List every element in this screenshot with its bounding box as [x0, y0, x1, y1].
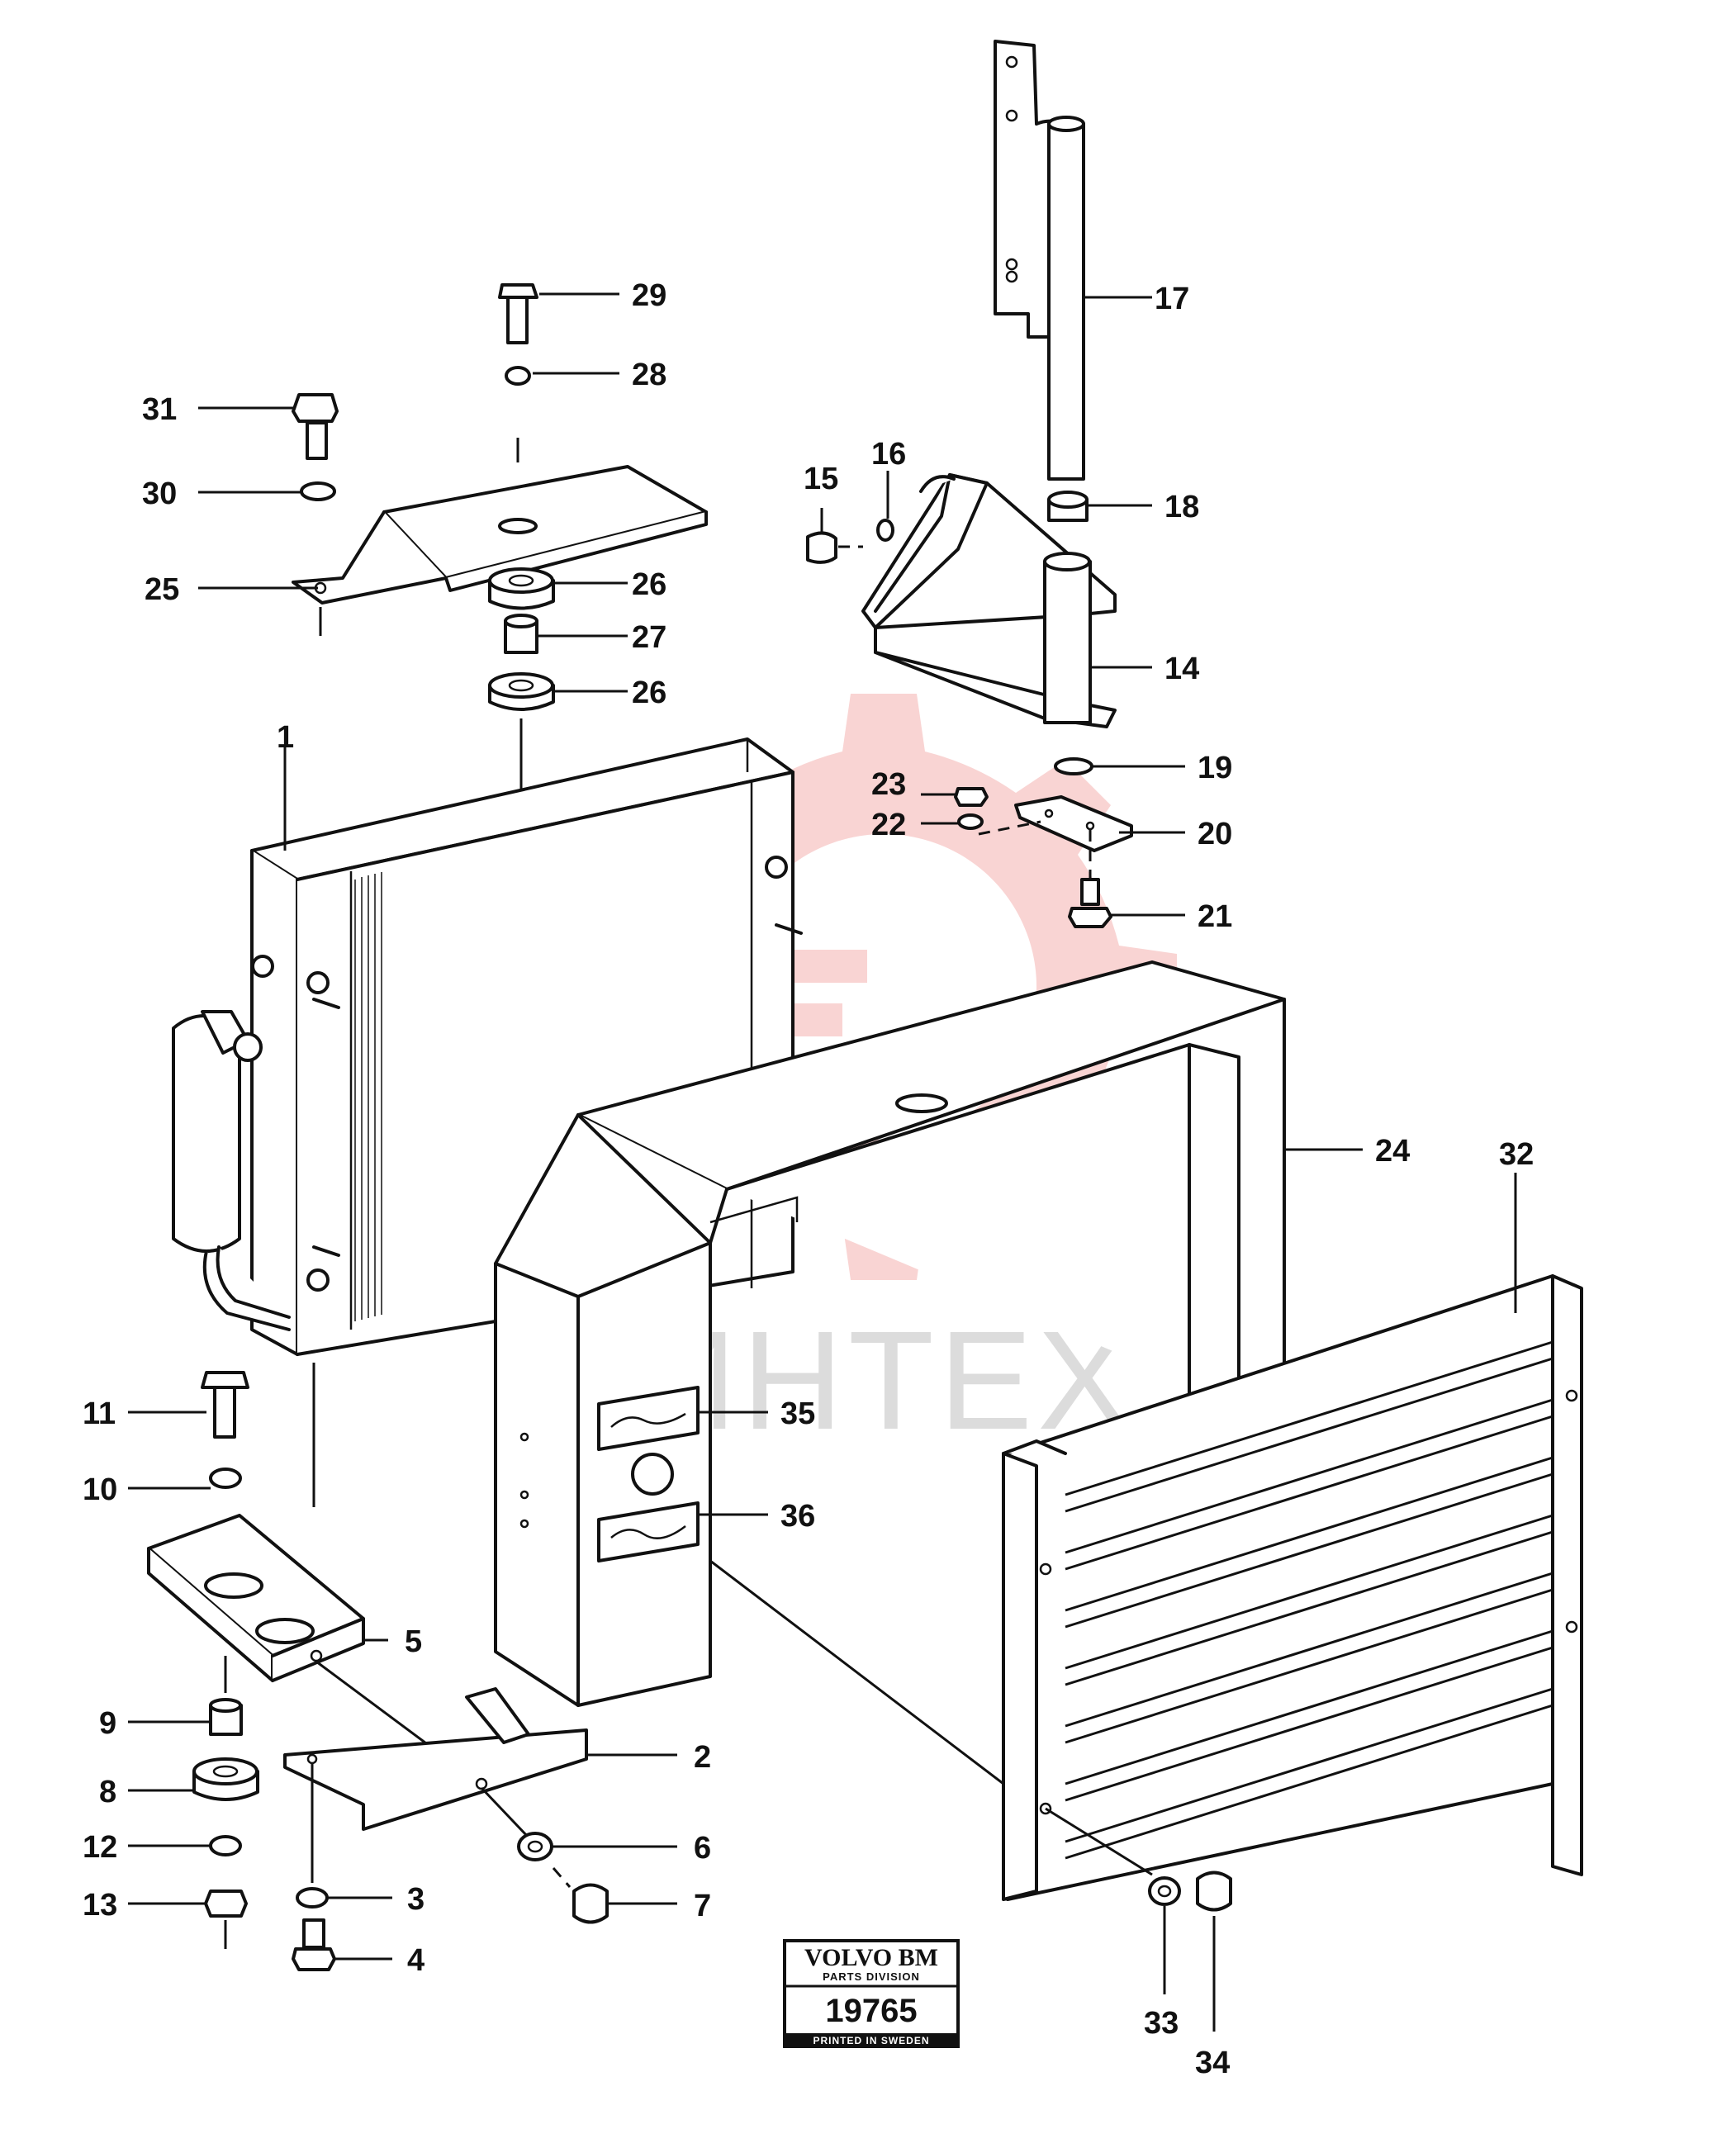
volvo-bm-parts-stamp: VOLVO BM PARTS DIVISION 19765 PRINTED IN… [783, 1939, 960, 2048]
callout-1: 1 [277, 720, 294, 755]
part-15-screw [806, 531, 863, 564]
callout-17: 17 [1155, 282, 1189, 316]
stamp-division: PARTS DIVISION [823, 1970, 920, 1983]
callout-labels: 1 2 3 4 5 6 7 8 9 10 11 12 13 14 15 16 1… [83, 278, 1534, 2080]
part-11-bolt [201, 1371, 249, 1439]
callout-16: 16 [871, 437, 906, 472]
part-6-washer [517, 1832, 553, 1861]
callout-20: 20 [1198, 817, 1232, 851]
part-7-bolt [552, 1867, 609, 1924]
callout-32: 32 [1499, 1137, 1534, 1172]
part-29-bolt [498, 283, 538, 344]
part-27-sleeve [504, 614, 538, 654]
part-9-sleeve [209, 1698, 243, 1736]
callout-33: 33 [1144, 2006, 1179, 2041]
callout-9: 9 [99, 1706, 116, 1741]
callout-19: 19 [1198, 751, 1232, 785]
part-30-washer [300, 481, 336, 501]
callout-26-upper: 26 [632, 567, 666, 602]
part-12-washer [209, 1835, 242, 1856]
callout-31: 31 [142, 392, 177, 427]
part-22-washer [957, 813, 984, 830]
callout-14: 14 [1164, 652, 1199, 686]
stamp-brand: VOLVO BM [804, 1944, 938, 1971]
callout-5: 5 [405, 1624, 422, 1659]
callout-12: 12 [83, 1830, 117, 1865]
part-16-washer [876, 519, 894, 542]
callout-2: 2 [694, 1740, 711, 1775]
part-32-grille [1002, 1274, 1583, 1901]
callout-11: 11 [83, 1396, 116, 1431]
callout-22: 22 [871, 808, 906, 842]
callout-30: 30 [142, 477, 177, 511]
watermark-text: ИНТЕХ [636, 1302, 1136, 1459]
callout-13: 13 [83, 1888, 117, 1923]
callout-7: 7 [694, 1889, 711, 1923]
part-34-screw [1196, 1871, 1232, 1912]
part-4-bolt [292, 1918, 336, 1971]
part-20-plate [1014, 795, 1133, 852]
leader-lines [128, 292, 1517, 2032]
part-36-label [597, 1501, 700, 1562]
callout-25: 25 [145, 572, 179, 607]
callout-4: 4 [407, 1943, 425, 1978]
part-35-label [597, 1386, 700, 1451]
stamp-footer: PRINTED IN SWEDEN [813, 2035, 929, 2046]
part-13-nut [204, 1890, 248, 1918]
callout-35: 35 [780, 1396, 815, 1431]
part-23-nut [954, 787, 989, 807]
callout-6: 6 [694, 1831, 711, 1866]
callout-8: 8 [99, 1775, 116, 1809]
callout-10: 10 [83, 1472, 117, 1507]
part-28-washer [505, 366, 531, 386]
callout-21: 21 [1198, 899, 1232, 934]
part-21-bolt [1068, 878, 1112, 928]
callout-29: 29 [632, 278, 666, 313]
part-2-strap [283, 1687, 588, 1831]
part-24-shroud [494, 960, 1286, 1707]
part-3-washer [296, 1887, 329, 1909]
part-26-rubber-mount-lower [488, 672, 555, 711]
callout-26-lower: 26 [632, 676, 666, 710]
part-10-washer [209, 1468, 242, 1489]
callout-3: 3 [407, 1882, 425, 1917]
stamp-number: 19765 [825, 1993, 917, 2029]
callout-27: 27 [632, 620, 666, 655]
callout-15: 15 [804, 462, 838, 496]
callout-34: 34 [1195, 2046, 1230, 2080]
part-14-hinge-frame [861, 473, 1117, 728]
callout-28: 28 [632, 358, 666, 392]
callout-36: 36 [780, 1499, 815, 1534]
part-5-bracket [147, 1514, 365, 1682]
callout-23: 23 [871, 767, 906, 802]
part-8-rubber-mount [192, 1757, 259, 1801]
callout-24: 24 [1375, 1134, 1410, 1169]
part-19-washer [1054, 757, 1093, 775]
part-33-washer [1148, 1876, 1181, 1906]
part-17-bracket-pin [994, 40, 1085, 481]
part-31-bolt [292, 393, 339, 460]
part-26-rubber-mount-upper [488, 567, 555, 610]
part-25-bracket [292, 465, 708, 605]
callout-18: 18 [1164, 490, 1199, 524]
part-18-bushing [1047, 491, 1089, 522]
